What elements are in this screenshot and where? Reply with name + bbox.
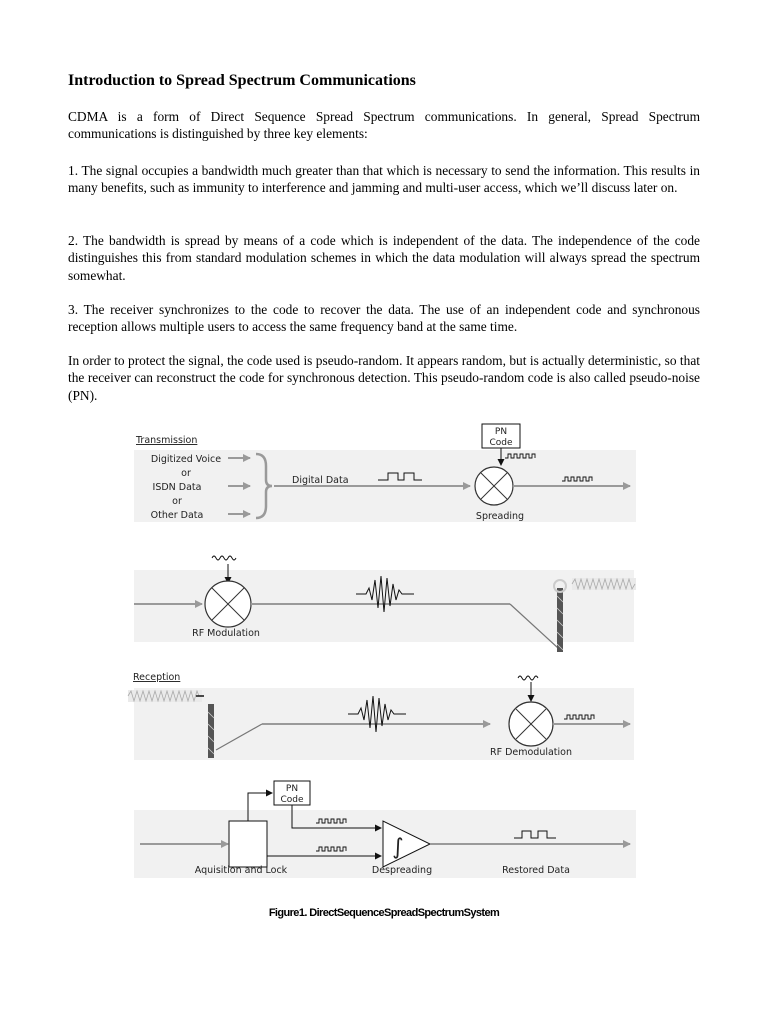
pn-code-rx-line2: Code xyxy=(280,795,304,805)
restored-data-label: Restored Data xyxy=(502,865,570,876)
input-or-2: or xyxy=(172,496,182,507)
acquisition-lock-box xyxy=(228,820,268,868)
input-or-1: or xyxy=(181,468,191,479)
rf-demodulation-label: RF Demodulation xyxy=(490,747,572,758)
transmission-panel: Transmission Digitized Voice or ISDN Dat… xyxy=(134,423,636,522)
reception-label: Reception xyxy=(133,672,180,683)
paragraph-point-1: 1. The signal occupies a bandwidth much … xyxy=(68,163,700,196)
pn-code-tx-line1: PN xyxy=(495,427,507,437)
rx-antenna-icon xyxy=(208,704,214,758)
input-digitized-voice: Digitized Voice xyxy=(151,454,221,465)
rf-modulation-label: RF Modulation xyxy=(192,628,260,639)
figure-caption: Figure1. DirectSequenceSpreadSpectrumSys… xyxy=(268,907,500,919)
input-isdn-data: ISDN Data xyxy=(153,482,202,493)
paragraph-intro: CDMA is a form of Direct Sequence Spread… xyxy=(68,109,700,142)
rf-modulation-panel: RF Modulation xyxy=(134,555,636,652)
pn-code-box-rx xyxy=(273,780,311,806)
transmission-label: Transmission xyxy=(135,435,197,446)
reception-panel: Reception RF Demodulation xyxy=(127,672,634,760)
despreading-integrator-icon xyxy=(382,820,432,868)
paragraph-pseudo-random: In order to protect the signal, the code… xyxy=(68,353,700,403)
tx-antenna-icon xyxy=(557,588,563,652)
paragraph-point-3: 3. The receiver synchronizes to the code… xyxy=(68,302,700,335)
dsss-system-figure: Transmission Digitized Voice or ISDN Dat… xyxy=(127,423,636,878)
spreading-label: Spreading xyxy=(476,511,524,522)
pn-code-rx-line1: PN xyxy=(286,784,298,794)
input-other-data: Other Data xyxy=(151,510,204,521)
paragraph-point-2: 2. The bandwidth is spread by means of a… xyxy=(68,233,700,283)
pn-code-tx-line2: Code xyxy=(489,438,513,448)
acquisition-lock-label: Aquisition and Lock xyxy=(195,865,288,876)
despreading-label: Despreading xyxy=(372,865,432,876)
document-title: Introduction to Spread Spectrum Communic… xyxy=(68,72,416,89)
digital-data-label: Digital Data xyxy=(292,475,349,486)
despreading-panel: PN Code Aquisition and Lock ∫ Despreadin… xyxy=(134,780,636,878)
integral-symbol: ∫ xyxy=(392,835,403,860)
